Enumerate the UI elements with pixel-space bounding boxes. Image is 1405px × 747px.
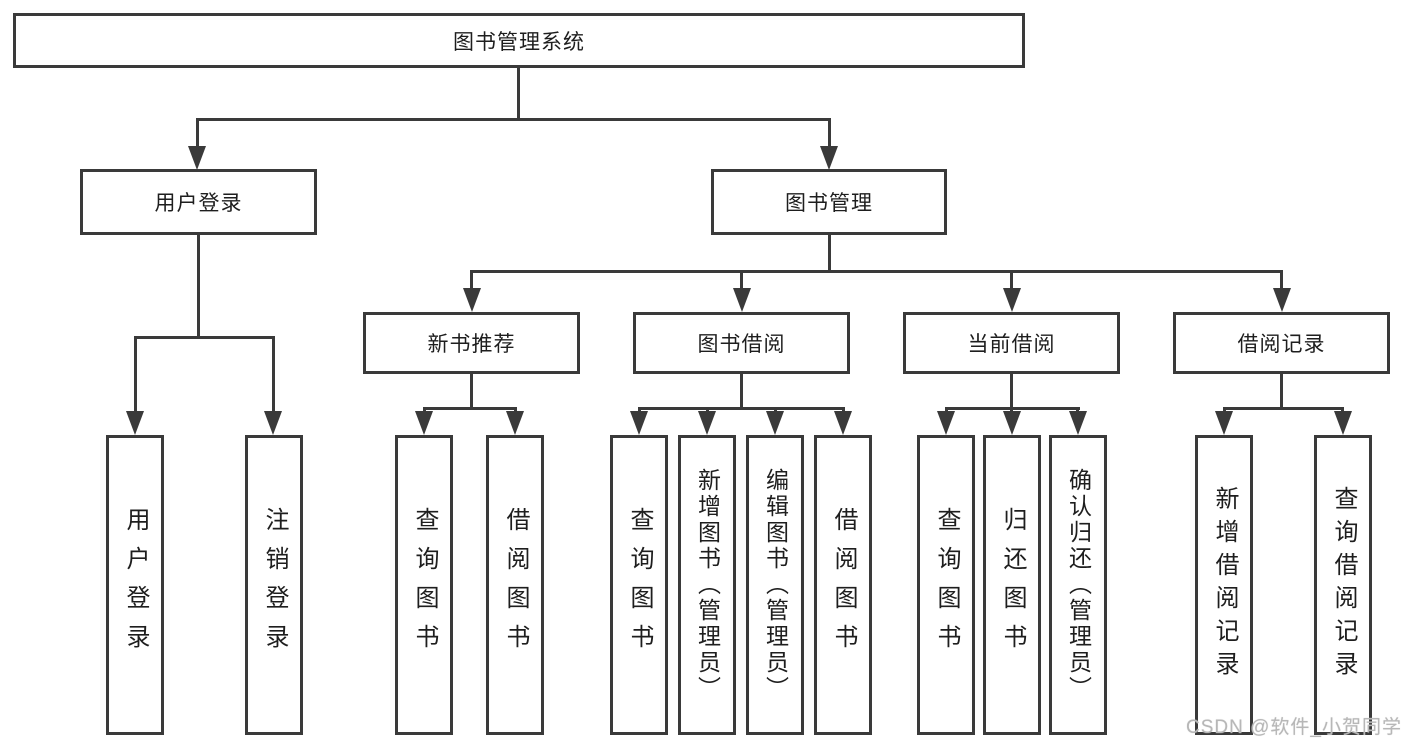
arrow-down-icon	[415, 411, 433, 435]
arrow-down-icon	[188, 146, 206, 170]
connector-line	[470, 270, 1283, 273]
connector-line	[1280, 374, 1283, 408]
node-label: 用户登录	[122, 507, 149, 663]
node-label: 新增图书（管理员）	[694, 468, 721, 702]
leaf-query-books-borrow: 查询图书	[610, 435, 668, 735]
leaf-query-books-current: 查询图书	[917, 435, 975, 735]
arrow-down-icon	[1003, 411, 1021, 435]
node-new-book-recommendation: 新书推荐	[363, 312, 580, 374]
node-borrowing-records: 借阅记录	[1173, 312, 1390, 374]
arrow-down-icon	[264, 411, 282, 435]
node-label: 归还图书	[999, 507, 1026, 663]
arrow-down-icon	[937, 411, 955, 435]
arrow-down-icon	[1069, 411, 1087, 435]
leaf-query-books-recommend: 查询图书	[395, 435, 453, 735]
connector-line	[134, 336, 137, 414]
node-current-borrowing: 当前借阅	[903, 312, 1120, 374]
leaf-add-book-admin: 新增图书（管理员）	[678, 435, 736, 735]
node-label: 查询借阅记录	[1330, 486, 1357, 684]
arrow-down-icon	[1334, 411, 1352, 435]
arrow-down-icon	[463, 288, 481, 312]
arrow-down-icon	[834, 411, 852, 435]
leaf-user-login: 用户登录	[106, 435, 164, 735]
arrow-down-icon	[1273, 288, 1291, 312]
node-book-borrowing: 图书借阅	[633, 312, 850, 374]
node-label: 借阅记录	[1237, 333, 1326, 356]
arrow-down-icon	[506, 411, 524, 435]
connector-line	[1280, 270, 1283, 292]
node-label: 图书借阅	[697, 333, 786, 356]
arrow-down-icon	[630, 411, 648, 435]
leaf-confirm-return-admin: 确认归还（管理员）	[1049, 435, 1107, 735]
connector-line	[134, 336, 275, 339]
leaf-borrow-books-borrow: 借阅图书	[814, 435, 872, 735]
leaf-add-borrow-record: 新增借阅记录	[1195, 435, 1253, 735]
node-label: 查询图书	[626, 507, 653, 663]
connector-line	[470, 270, 473, 292]
node-label: 注销登录	[261, 507, 288, 663]
connector-line	[1010, 374, 1013, 408]
leaf-edit-book-admin: 编辑图书（管理员）	[746, 435, 804, 735]
node-label: 借阅图书	[830, 507, 857, 663]
node-book-management: 图书管理	[711, 169, 947, 235]
watermark: CSDN @软件_小贺同学	[1186, 717, 1402, 738]
leaf-return-books: 归还图书	[983, 435, 1041, 735]
connector-line	[740, 374, 743, 408]
arrow-down-icon	[1003, 288, 1021, 312]
node-label: 查询图书	[411, 507, 438, 663]
leaf-query-borrow-record: 查询借阅记录	[1314, 435, 1372, 735]
node-label: 图书管理系统	[453, 30, 585, 54]
node-label: 当前借阅	[967, 333, 1056, 356]
arrow-down-icon	[698, 411, 716, 435]
arrow-down-icon	[733, 288, 751, 312]
leaf-logout: 注销登录	[245, 435, 303, 735]
node-label: 查询图书	[933, 507, 960, 663]
node-label: 确认归还（管理员）	[1065, 468, 1092, 702]
node-label: 新增借阅记录	[1211, 486, 1238, 684]
arrow-down-icon	[766, 411, 784, 435]
connector-line	[272, 336, 275, 414]
connector-line	[1223, 407, 1344, 410]
node-label: 图书管理	[785, 192, 873, 215]
arrow-down-icon	[1215, 411, 1233, 435]
connector-line	[1010, 270, 1013, 292]
node-label: 编辑图书（管理员）	[762, 468, 789, 702]
node-library-management-system: 图书管理系统	[13, 13, 1025, 68]
arrow-down-icon	[820, 146, 838, 170]
node-label: 用户登录	[154, 192, 243, 215]
connector-line	[423, 407, 517, 410]
connector-line	[196, 118, 831, 121]
connector-line	[828, 118, 831, 150]
connector-line	[470, 374, 473, 408]
connector-line	[638, 407, 845, 410]
node-label: 新书推荐	[427, 333, 516, 356]
node-user-login: 用户登录	[80, 169, 317, 235]
leaf-borrow-books-recommend: 借阅图书	[486, 435, 544, 735]
connector-line	[740, 270, 743, 292]
arrow-down-icon	[126, 411, 144, 435]
node-label: 借阅图书	[502, 507, 529, 663]
connector-line	[197, 235, 200, 339]
connector-line	[196, 118, 199, 150]
connector-line	[517, 68, 520, 120]
connector-line	[828, 235, 831, 273]
